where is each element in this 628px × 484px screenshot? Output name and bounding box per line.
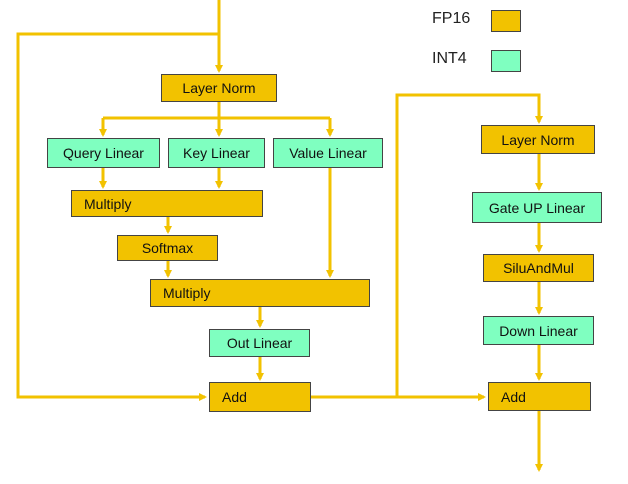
out-linear-node: Out Linear bbox=[209, 329, 310, 357]
legend-fp16-swatch bbox=[491, 10, 521, 32]
legend-int4-label: INT4 bbox=[432, 50, 467, 67]
down-linear-node: Down Linear bbox=[483, 316, 594, 345]
gate-up-linear-node: Gate UP Linear bbox=[472, 192, 602, 223]
layer-norm-node: Layer Norm bbox=[481, 125, 595, 154]
add-node: Add bbox=[209, 382, 311, 412]
key-linear-node: Key Linear bbox=[168, 138, 265, 168]
value-linear-node: Value Linear bbox=[273, 138, 383, 168]
multiply-node: Multiply bbox=[71, 190, 263, 217]
connector-arrow bbox=[395, 93, 543, 397]
legend-fp16-label: FP16 bbox=[432, 10, 471, 27]
add-node: Add bbox=[488, 382, 591, 411]
legend-int4-swatch bbox=[491, 50, 521, 72]
layer-norm-node: Layer Norm bbox=[161, 74, 277, 102]
softmax-node: Softmax bbox=[117, 235, 218, 261]
residual-arrow bbox=[16, 32, 219, 401]
multiply-node: Multiply bbox=[150, 279, 370, 307]
query-linear-node: Query Linear bbox=[47, 138, 160, 168]
silu-and-mul-node: SiluAndMul bbox=[483, 254, 594, 282]
